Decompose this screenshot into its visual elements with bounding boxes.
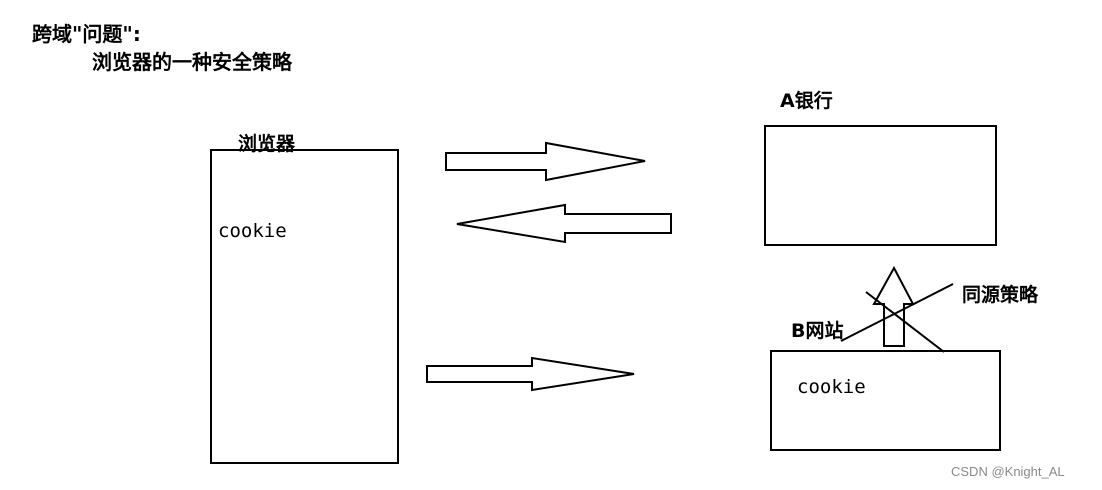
page-subtitle: 浏览器的一种安全策略 xyxy=(92,50,292,74)
site-cookie-label: cookie xyxy=(797,376,866,398)
browser-label: 浏览器 xyxy=(238,133,296,155)
bank-label: A银行 xyxy=(780,90,833,112)
cross-line-1 xyxy=(840,283,954,342)
arrow-browser-to-site xyxy=(426,356,635,392)
browser-box xyxy=(210,149,399,464)
same-origin-policy-label: 同源策略 xyxy=(962,284,1039,306)
browser-cookie-label: cookie xyxy=(218,220,287,242)
watermark: CSDN @Knight_AL xyxy=(951,464,1065,479)
arrow-bank-to-browser xyxy=(456,203,672,244)
bank-box xyxy=(764,125,997,246)
cross-line-2 xyxy=(865,291,945,353)
site-label: B网站 xyxy=(791,320,844,342)
site-box xyxy=(770,350,1001,451)
page-title: 跨域"问题": xyxy=(32,22,141,46)
arrow-browser-to-bank xyxy=(445,141,646,182)
